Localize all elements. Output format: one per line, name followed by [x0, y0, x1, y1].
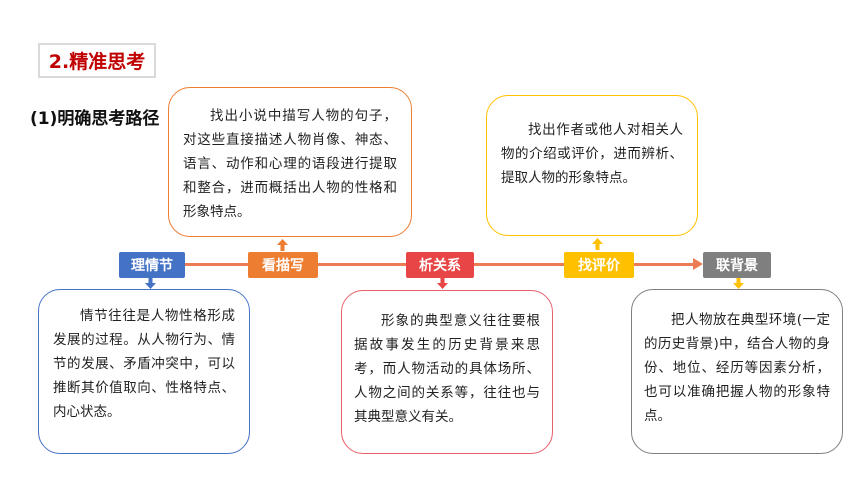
background-text: 把人物放在典型环境(一定的历史背景)中，结合人物的身份、地位、经历等因素分析，也… — [644, 312, 830, 424]
timeline-arrowhead-icon — [693, 258, 703, 270]
plot-box: 情节往往是人物性格形成发展的过程。从人物行为、情节的发展、矛盾冲突中，可以推断其… — [38, 289, 250, 454]
subtitle: (1)明确思考路径 — [30, 109, 160, 129]
plot-text: 情节往往是人物性格形成发展的过程。从人物行为、情节的发展、矛盾冲突中，可以推断其… — [53, 308, 235, 420]
node-plot: 理情节 — [119, 252, 185, 278]
arrow-up-icon — [592, 238, 603, 250]
node-relation: 析关系 — [406, 252, 474, 278]
evaluation-text: 找出作者或他人对相关人物的介绍或评价，进而辨析、提取人物的形象特点。 — [501, 122, 683, 186]
section-title: 2.精准思考 — [38, 43, 156, 78]
relation-box: 形象的典型意义往往要根据故事发生的历史背景来思考，而人物活动的具体场所、人物之间… — [341, 290, 553, 454]
arrow-down-icon — [733, 277, 744, 289]
background-box: 把人物放在典型环境(一定的历史背景)中，结合人物的身份、地位、经历等因素分析，也… — [631, 289, 843, 454]
arrow-up-icon — [277, 239, 288, 251]
description-text: 找出小说中描写人物的句子，对这些直接描述人物肖像、神态、语言、动作和心理的语段进… — [183, 108, 397, 220]
node-description: 看描写 — [248, 252, 318, 278]
arrow-down-icon — [145, 277, 156, 289]
arrow-down-icon — [437, 277, 448, 289]
relation-text: 形象的典型意义往往要根据故事发生的历史背景来思考，而人物活动的具体场所、人物之间… — [354, 313, 540, 425]
node-background: 联背景 — [703, 252, 771, 278]
node-evaluation: 找评价 — [564, 252, 634, 278]
description-box: 找出小说中描写人物的句子，对这些直接描述人物肖像、神态、语言、动作和心理的语段进… — [168, 87, 412, 237]
evaluation-box: 找出作者或他人对相关人物的介绍或评价，进而辨析、提取人物的形象特点。 — [486, 95, 698, 236]
